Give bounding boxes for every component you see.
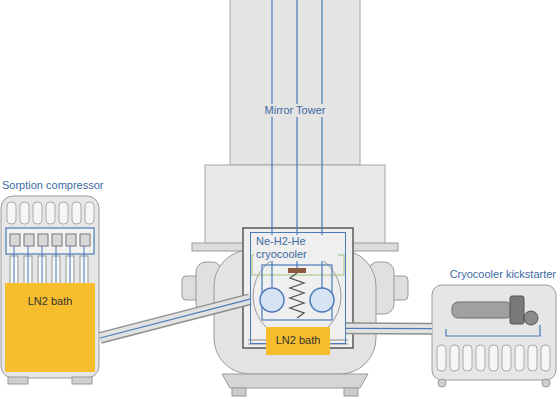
kickstarter-housing-part [446,325,540,336]
kickstarter-housing-part [510,296,524,324]
node-label: Mirror Tower [263,104,328,117]
kickstarter-housing-part [463,345,472,371]
compressor-housing-part [72,202,81,224]
node-label: Ne-H2-He cryocooler [254,235,338,261]
mirror-tower-body-part [230,0,360,165]
kickstarter-housing [432,285,556,387]
compressor-housing-part [33,202,42,224]
kickstarter-housing-part [489,345,498,371]
mirror-tower-body [182,0,408,396]
heading-label: Cryocooler kickstarter [450,268,556,281]
compressor-housing-part [59,202,68,224]
kickstarter-housing-part [452,302,512,318]
kickstarter-housing-part [476,345,485,371]
compressor-housing-part [72,377,92,384]
compressor-housing-part [24,234,34,246]
kickstarter-housing-part [524,311,538,325]
node-label: LN2 bath [276,334,321,347]
pipe-line [100,299,250,338]
kickstarter-housing-part [438,379,446,387]
compressor-housing-part [10,234,20,246]
cryocooler-mechanism-part [290,273,304,318]
mirror-tower-body-part [344,388,358,396]
kickstarter-housing-part [528,345,537,371]
node-label: LN2 bath [28,295,73,308]
compressor-housing-part [7,202,16,224]
compressor-housing-part [85,202,94,224]
kickstarter-housing-part [541,345,550,371]
ln2-bath-box: LN2 bath [5,283,95,372]
pipe-body [100,299,250,338]
mirror-tower-body-part [232,388,246,396]
compressor-box: Sorption compressorLN2 bath [0,196,100,378]
cryocooler-mechanism-part [310,288,334,312]
kickstarter-housing-part [542,379,550,387]
pipe-body [346,324,432,333]
compressor-housing-part [66,234,76,246]
compressor-housing-part [6,228,94,254]
compressor-housing-part [80,234,90,246]
mirror-tower-body-part [222,374,368,388]
kickstarter-housing-part [502,345,511,371]
cryocooler-mechanism-part [288,268,306,273]
kickstarter-housing-part [450,345,459,371]
compressor-housing-part [46,202,55,224]
compressor-housing-part [20,202,29,224]
cryocooler-mechanism-part [260,288,284,312]
ln2-bath-box: LN2 bath [266,327,330,355]
pipe-outline [100,299,250,338]
compressor-housing-part [8,377,28,384]
compressor-housing-part [14,246,84,283]
transfer-pipe [346,328,432,329]
pipe-line [346,328,432,330]
heading-label: Sorption compressor [2,179,104,192]
compressor-housing-part [1,196,99,378]
compressor-housing [1,196,99,384]
transfer-pipe [100,299,250,338]
cryocooler-mechanism [243,0,353,348]
pipe-outline [346,322,432,334]
kickstarter-box: Cryocooler kickstarter [432,285,556,380]
kickstarter-housing-part [432,285,556,380]
kickstarter-housing-part [437,345,446,371]
kickstarter-housing-part [515,345,524,371]
mirror-tower-box: Mirror Tower [230,0,360,165]
compressor-housing-part [38,234,48,246]
compressor-housing-part [52,234,62,246]
